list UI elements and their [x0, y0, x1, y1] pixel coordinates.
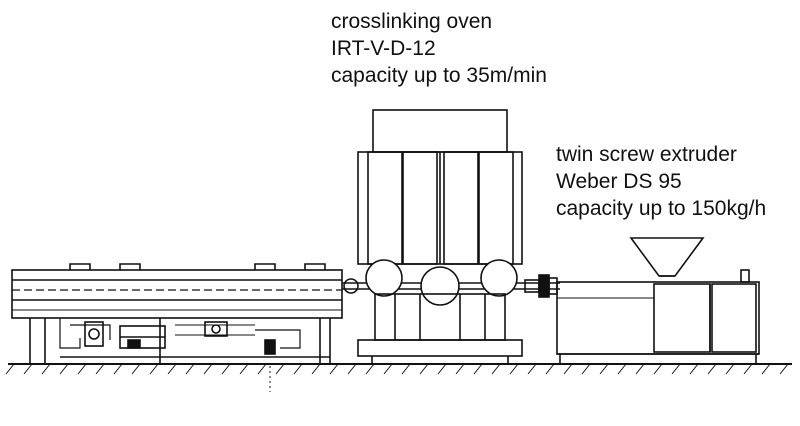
twin-screw-extruder — [556, 237, 760, 364]
extruder-coupling — [524, 274, 558, 298]
extruder-model-line: Weber DS 95 — [556, 170, 682, 193]
extruder-capacity-line: capacity up to 150kg/h — [556, 197, 767, 220]
crosslinking-oven — [357, 109, 523, 364]
oven-capacity-line: capacity up to 35m/min — [331, 64, 547, 87]
oven-name-line: crosslinking oven — [331, 10, 493, 33]
extruder-name-line: twin screw extruder — [556, 143, 737, 166]
oven-model-line: IRT-V-D-12 — [331, 37, 436, 60]
extruder-label: twin screw extruder Weber DS 95 capacity… — [556, 141, 766, 222]
ground-line — [5, 363, 792, 392]
crosslinking-oven-label: crosslinking oven IRT-V-D-12 capacity up… — [331, 8, 547, 89]
cooling-trough — [11, 263, 343, 364]
